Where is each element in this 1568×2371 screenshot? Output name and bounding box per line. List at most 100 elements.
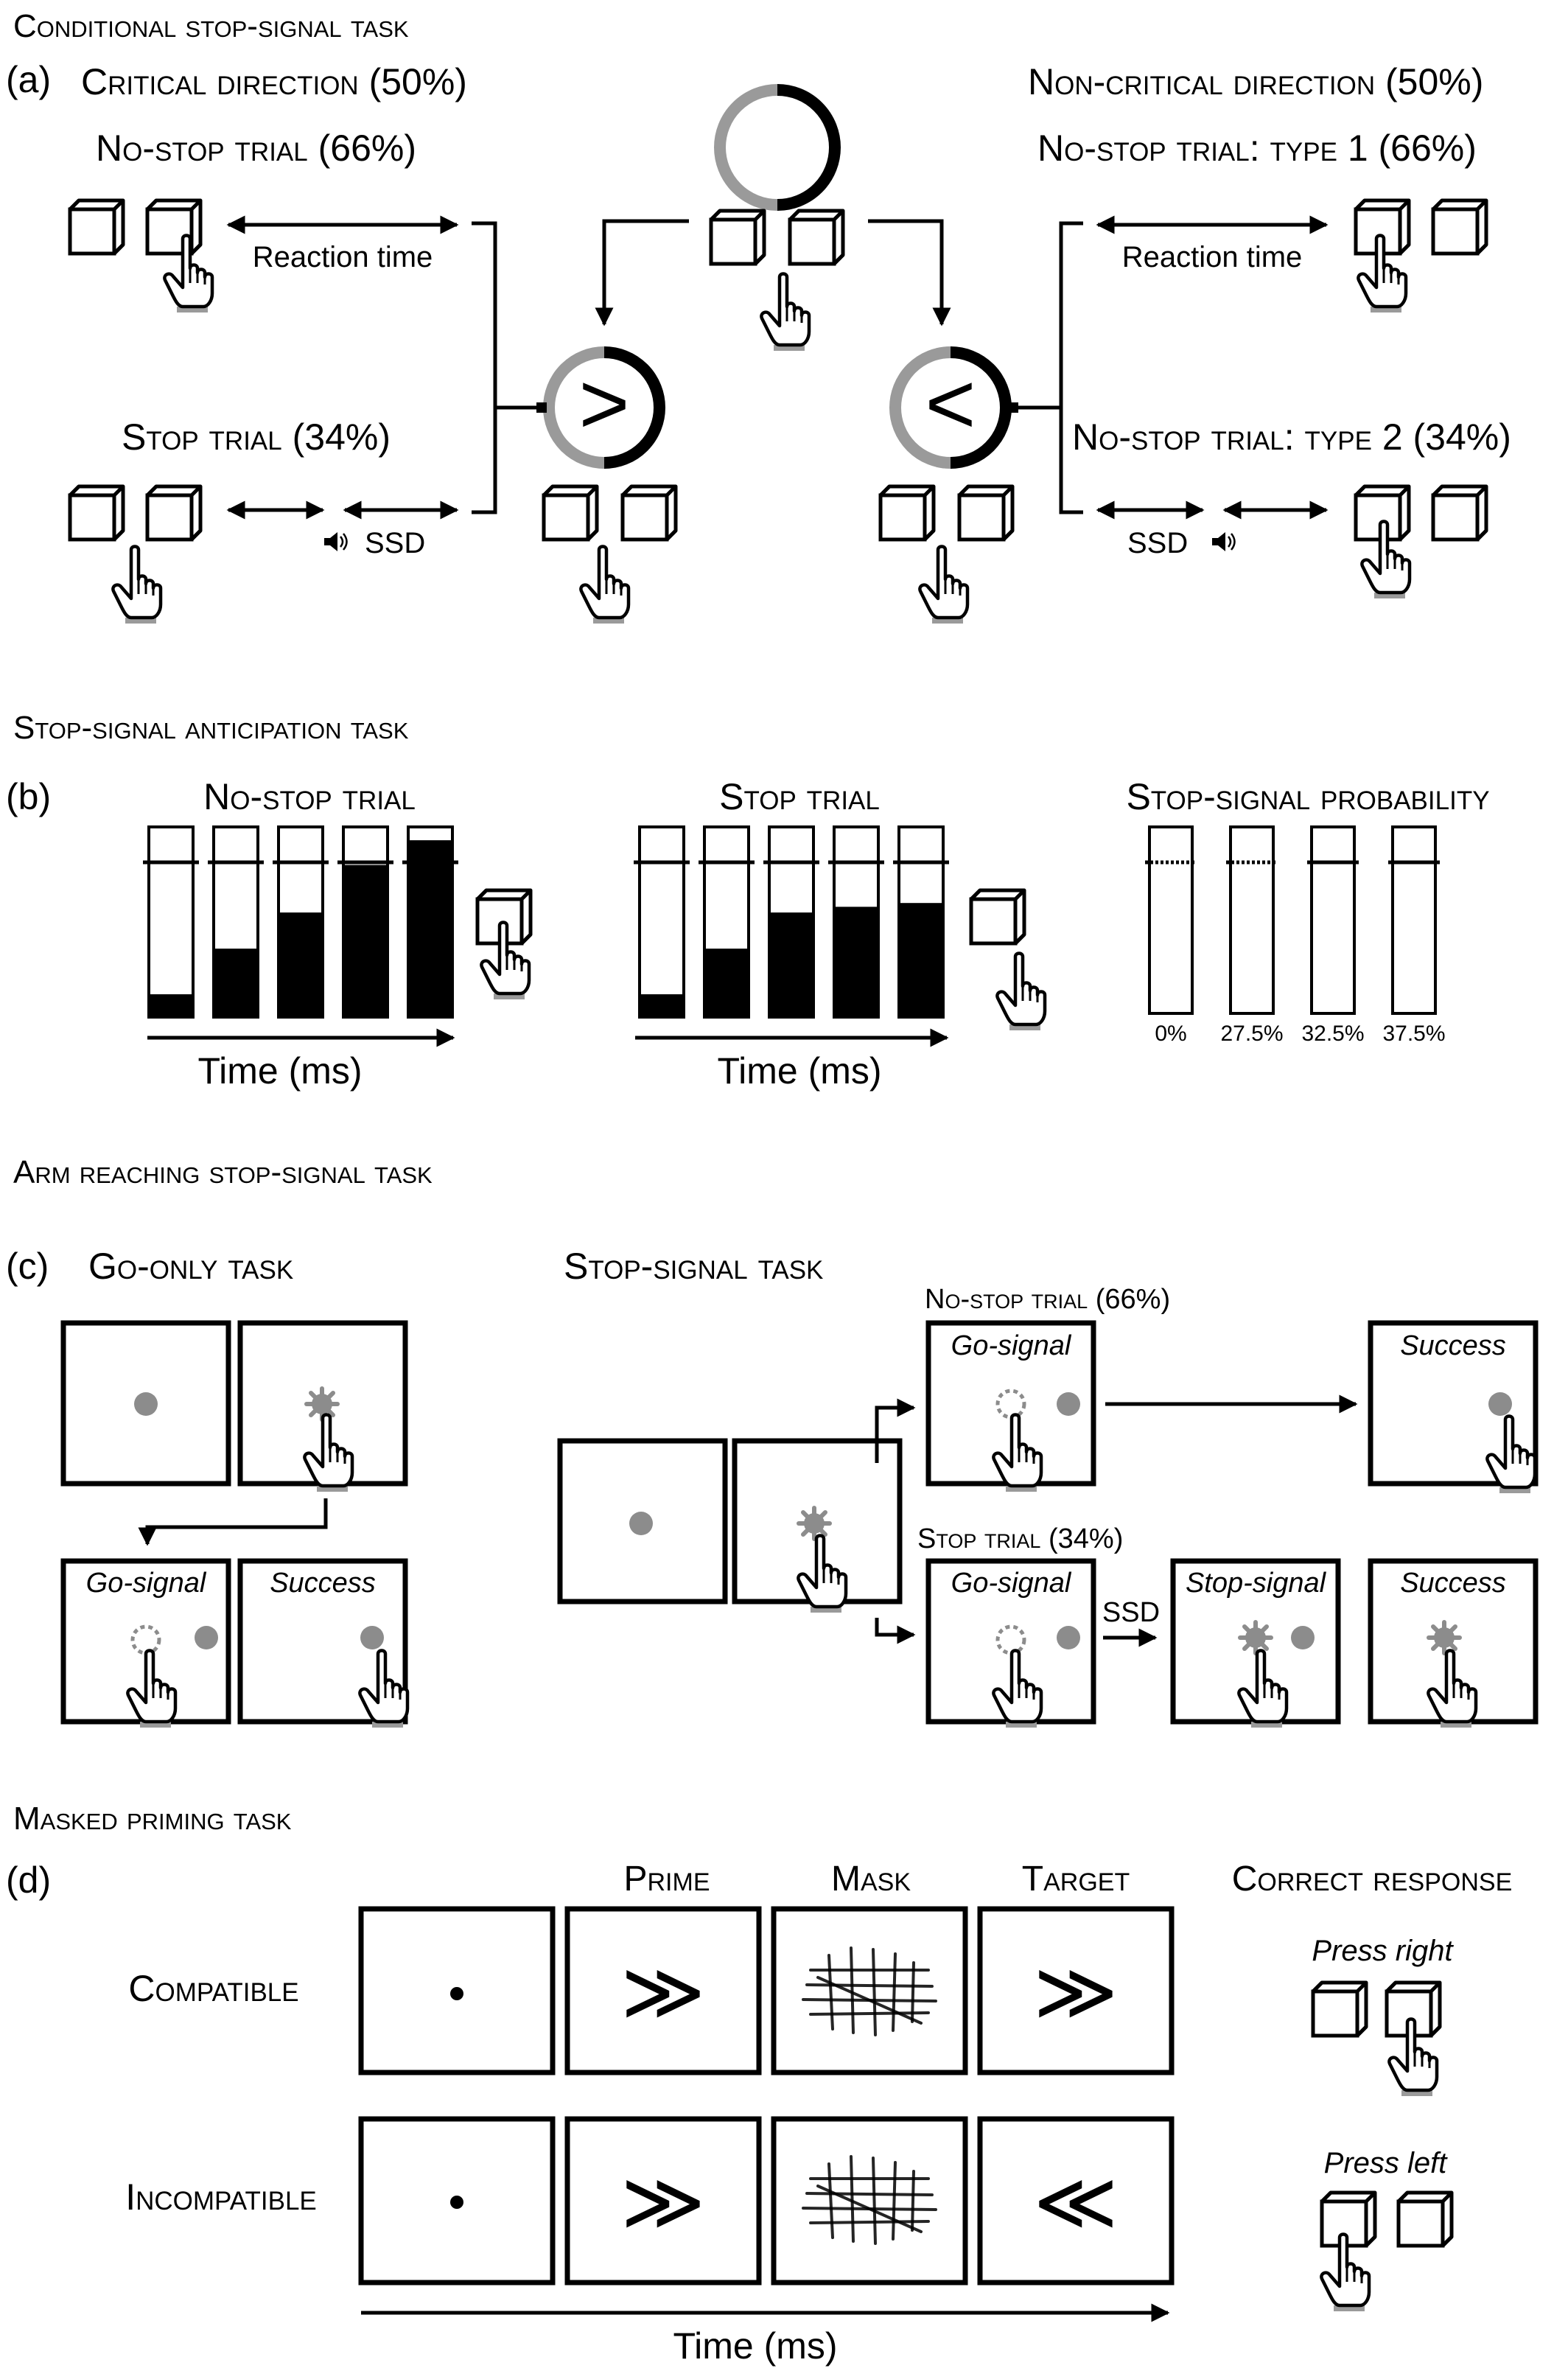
key-icon xyxy=(147,486,200,540)
level-bar-fill xyxy=(899,903,943,1017)
hand-pointer-icon xyxy=(761,274,809,352)
probability-bar xyxy=(1148,825,1194,1015)
probability-bar xyxy=(1310,825,1356,1015)
press-right-label: Press right xyxy=(1312,1935,1454,1967)
probability-bars: 0%27.5%32.5%37.5% xyxy=(1145,825,1446,1046)
level-bar xyxy=(638,825,685,1019)
level-bar-fill xyxy=(408,840,452,1017)
arrow-to-critical xyxy=(595,219,689,327)
key-icon xyxy=(1313,1983,1366,2036)
key-icon xyxy=(1399,2193,1452,2246)
key-icon xyxy=(544,486,597,540)
hand-pointer-icon xyxy=(581,547,629,624)
go-signal-label: Go-signal xyxy=(951,1330,1072,1361)
prime-glyph: ≫ xyxy=(620,1946,705,2037)
screen xyxy=(977,1906,1175,2075)
hand-pointer-icon xyxy=(920,547,967,624)
reaction-time-label: Reaction time xyxy=(1122,241,1303,273)
key-icon xyxy=(959,486,1012,540)
press-left-label: Press left xyxy=(1324,2147,1449,2179)
screen xyxy=(771,2116,968,2286)
level-bar-fill xyxy=(704,949,749,1017)
left-nostop-label: No-stop trial (66%) xyxy=(96,128,416,169)
section-d-title: Masked priming task xyxy=(13,1801,292,1837)
mask-pattern xyxy=(802,2155,937,2245)
noncritical-direction-title: Non-critical direction (50%) xyxy=(1028,61,1483,102)
stop-burst-icon xyxy=(1429,1622,1460,1653)
mask-header: Mask xyxy=(831,1860,911,1899)
prime-glyph: ≫ xyxy=(620,2157,705,2247)
stop-bars xyxy=(634,825,949,1019)
reaction-time-label: Reaction time xyxy=(253,241,433,273)
probability-label: 32.5% xyxy=(1301,1022,1364,1046)
noncritical-circle-cue-icon: < xyxy=(889,346,1012,469)
critical-circle-cue-icon: > xyxy=(543,346,665,469)
go-signal-label: Go-signal xyxy=(951,1568,1072,1599)
top-circle-cue-icon xyxy=(714,84,841,211)
key-icon xyxy=(147,200,200,254)
hand-pointer-icon xyxy=(997,954,1045,1031)
section-c-title: Arm reaching stop-signal task xyxy=(13,1154,433,1190)
target-dot xyxy=(1057,1392,1080,1416)
time-label: Time (ms) xyxy=(717,1050,881,1092)
panel-d: Masked priming task (d) Prime Mask Targe… xyxy=(6,1801,1512,2367)
compatible-label: Compatible xyxy=(128,1968,298,2009)
nostop-trial-label: No-stop trial (66%) xyxy=(925,1284,1170,1315)
go-signal-label: Go-signal xyxy=(86,1568,207,1599)
hand-pointer-icon xyxy=(113,547,161,624)
right-nostop1-label: No-stop trial: type 1 (66%) xyxy=(1037,128,1477,169)
screen xyxy=(977,2116,1175,2286)
screen xyxy=(358,2116,556,2286)
section-a-title: Conditional stop-signal task xyxy=(13,8,409,44)
panel-a: Conditional stop-signal task (a) Critica… xyxy=(6,8,1511,624)
right-bracket xyxy=(1009,221,1083,514)
stop-signal-title: Stop-signal task xyxy=(564,1246,823,1287)
level-bar-fill xyxy=(343,865,388,1017)
target-glyph: ≪ xyxy=(1033,2157,1118,2247)
panel-a-label: (a) xyxy=(6,59,51,100)
success-label: Success xyxy=(1400,1330,1506,1361)
target-dot xyxy=(134,1392,158,1416)
time-label: Time (ms) xyxy=(673,2325,837,2367)
probability-label: 0% xyxy=(1155,1022,1186,1046)
right-arrow-glyph: > xyxy=(579,355,630,453)
ssd-label: SSD xyxy=(365,527,425,559)
go-only-title: Go-only task xyxy=(88,1246,293,1287)
screen xyxy=(564,1906,762,2075)
mask-pattern xyxy=(802,1946,937,2036)
fixation-dot xyxy=(450,2196,463,2209)
success-label: Success xyxy=(1400,1568,1506,1599)
target-dot xyxy=(195,1626,218,1649)
target-dot xyxy=(1488,1392,1512,1416)
key-icon xyxy=(623,486,676,540)
stop-burst-icon xyxy=(307,1389,337,1420)
speaker-icon xyxy=(323,531,348,553)
left-bracket xyxy=(472,221,545,514)
incompatible-label: Incompatible xyxy=(125,2176,317,2218)
ssd-label: SSD xyxy=(1102,1597,1160,1628)
level-bar-fill xyxy=(214,949,258,1017)
level-bar xyxy=(147,825,195,1019)
level-bar-fill xyxy=(149,994,193,1017)
panel-c: Arm reaching stop-signal task (c) Go-onl… xyxy=(6,1154,1539,1728)
fixation-dot xyxy=(450,1987,463,2000)
time-label: Time (ms) xyxy=(197,1050,362,1092)
target-dot xyxy=(360,1626,384,1649)
target-glyph: ≫ xyxy=(1033,1946,1118,2037)
target-dot xyxy=(629,1512,653,1535)
key-icon xyxy=(1433,486,1486,540)
flow-arrow xyxy=(875,1398,916,1463)
target-dot xyxy=(1057,1626,1080,1649)
panel-b-label: (b) xyxy=(6,776,51,817)
stop-burst-icon xyxy=(1240,1622,1271,1653)
key-icon xyxy=(70,200,123,254)
level-bar-fill xyxy=(640,994,684,1017)
key-icon xyxy=(881,486,934,540)
probability-title: Stop-signal probability xyxy=(1126,776,1489,817)
prime-header: Prime xyxy=(623,1860,710,1899)
success-label: Success xyxy=(270,1568,376,1599)
level-bar-fill xyxy=(834,907,878,1017)
nostop-title: No-stop trial xyxy=(203,776,416,817)
stop-signal-label: Stop-signal xyxy=(1186,1568,1327,1599)
